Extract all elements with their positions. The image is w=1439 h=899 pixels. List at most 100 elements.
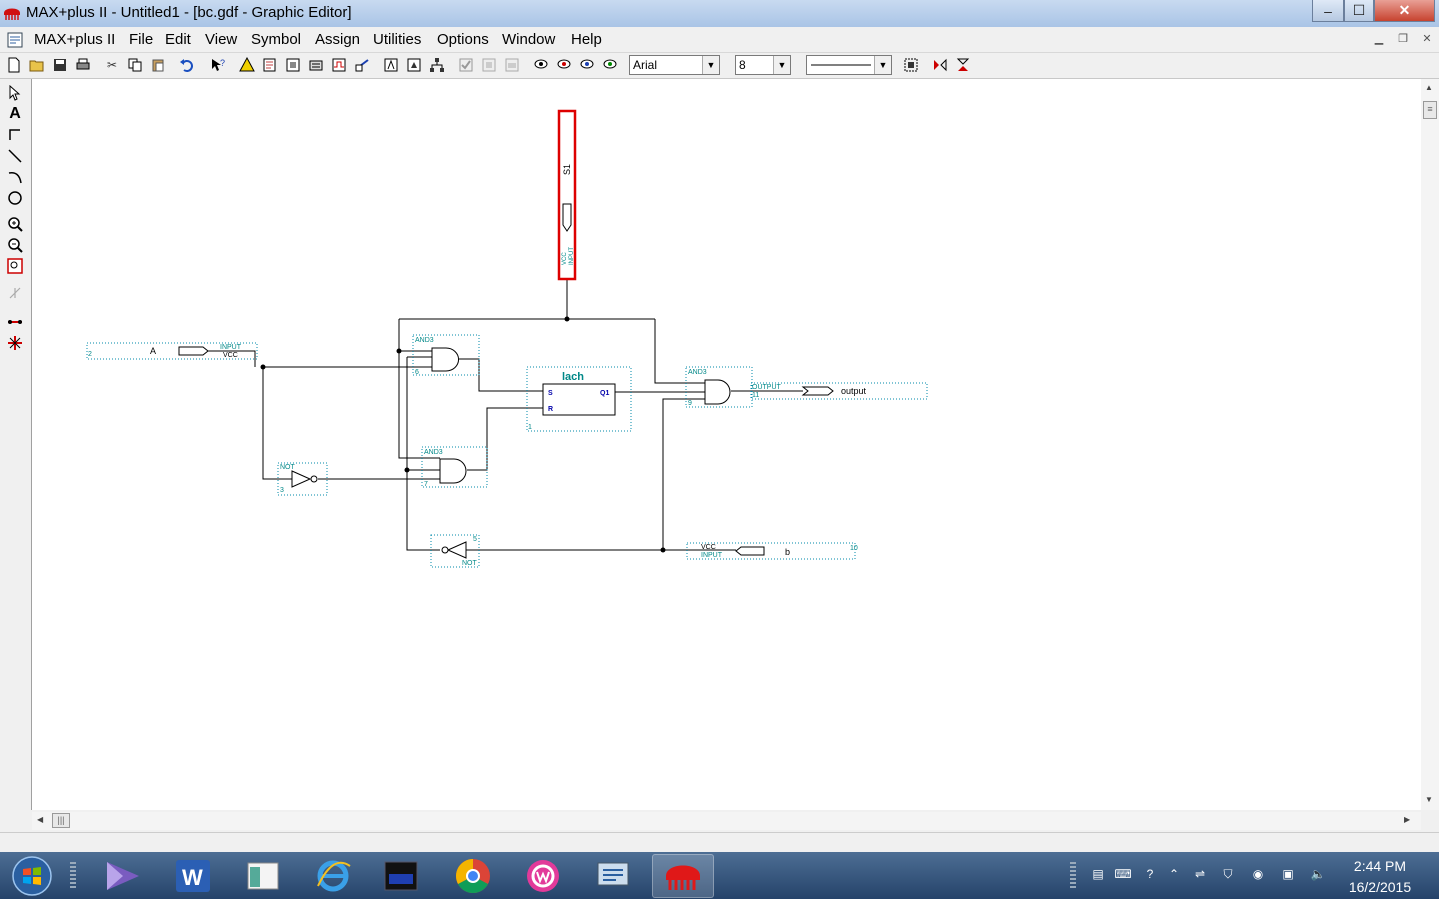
wamp-task[interactable] (512, 854, 574, 898)
open-folder-icon[interactable] (27, 55, 47, 75)
check-icon[interactable] (456, 55, 476, 75)
visual-studio-task[interactable] (92, 854, 154, 898)
clock-time[interactable]: 2:44 PM (1353, 858, 1407, 874)
scroll-up-icon[interactable]: ▲ (1425, 83, 1433, 92)
selection-arrow-icon[interactable] (4, 83, 26, 102)
mdi-minimize-icon[interactable]: ▁ (1374, 33, 1384, 45)
maxplus-task[interactable] (652, 854, 714, 898)
copy-icon[interactable] (125, 55, 145, 75)
paste-icon[interactable] (148, 55, 168, 75)
arc-tool-icon[interactable] (4, 167, 26, 186)
vertical-scrollbar[interactable]: ▲ ≡ ▼ (1421, 79, 1439, 810)
app-dark-task[interactable] (370, 854, 432, 898)
chevron-down-icon[interactable]: ▼ (874, 56, 891, 74)
text-tool-icon[interactable]: A (9, 104, 21, 122)
font-size-select[interactable]: 8 ▼ (735, 55, 791, 75)
compiler-warning-icon[interactable] (237, 55, 257, 75)
mdi-close-icon[interactable]: ✕ (1422, 33, 1432, 45)
menu-file[interactable]: File (129, 31, 154, 48)
volume-icon[interactable]: 🔈 (1310, 867, 1326, 881)
mdi-restore-icon[interactable]: ❐ (1398, 33, 1408, 45)
wire-not2-left (406, 357, 440, 551)
flip-horizontal-icon[interactable] (930, 55, 950, 75)
disabled-tool-icon-2[interactable] (502, 55, 522, 75)
connect-node-icon[interactable] (4, 312, 26, 331)
disconnect-node-icon[interactable] (4, 333, 26, 352)
menu-view[interactable]: View (205, 31, 238, 48)
chevron-down-icon[interactable]: ▼ (773, 56, 790, 74)
flip-vertical-icon[interactable] (953, 55, 973, 75)
document-icon[interactable] (6, 31, 26, 49)
scroll-left-icon[interactable]: ◀ (37, 815, 44, 824)
simulator-icon[interactable] (329, 55, 349, 75)
usb-tray-icon[interactable]: ⇌ (1194, 867, 1206, 881)
horizontal-scrollbar[interactable]: ◀ ||| ▶ (32, 812, 1421, 830)
schematic-drawing[interactable]: S1 VCC INPUT 2 A INPUT VCC AND3 6 AND3 7… (32, 79, 1421, 810)
word-task[interactable]: W (162, 854, 224, 898)
select-all-icon[interactable] (901, 55, 921, 75)
probe-icon[interactable] (531, 55, 551, 75)
print-icon[interactable] (73, 55, 93, 75)
circle-tool-icon[interactable] (4, 188, 26, 207)
save-icon[interactable] (50, 55, 70, 75)
undo-icon[interactable] (177, 55, 197, 75)
menu-assign[interactable]: Assign (315, 31, 361, 48)
menu-window[interactable]: Window (502, 31, 556, 48)
fit-in-window-icon[interactable] (4, 256, 26, 275)
scroll-down-icon[interactable]: ▼ (1425, 795, 1433, 804)
network-tray-icon[interactable]: ▣ (1282, 867, 1294, 881)
control-panel-task[interactable] (582, 854, 644, 898)
scroll-right-icon[interactable]: ▶ (1404, 815, 1411, 824)
help-tray-icon[interactable]: ? (1146, 867, 1154, 881)
menu-maxplus[interactable]: MAX+plus II (34, 31, 116, 48)
orthogonal-line-icon[interactable] (4, 125, 26, 144)
and1-number: 6 (415, 369, 419, 376)
disabled-tool-icon[interactable] (479, 55, 499, 75)
svg-text:W: W (182, 865, 203, 890)
compiler-icon[interactable] (306, 55, 326, 75)
open-symbol-icon[interactable] (381, 55, 401, 75)
menu-options[interactable]: Options (437, 31, 489, 48)
clock-date[interactable]: 16/2/2015 (1348, 879, 1412, 895)
rubberbanding-icon[interactable] (4, 283, 26, 302)
context-help-icon[interactable]: ? (208, 55, 228, 75)
hierarchy-tree-icon[interactable] (427, 55, 447, 75)
zoom-out-icon[interactable] (4, 235, 26, 254)
line-style-select[interactable]: ▼ (806, 55, 892, 75)
start-button[interactable] (8, 854, 56, 898)
cut-icon[interactable]: ✂ (106, 58, 118, 72)
s1-vcc-label: VCC (562, 252, 568, 265)
menu-edit[interactable]: Edit (165, 31, 191, 48)
horizontal-scroll-thumb[interactable]: ||| (52, 813, 70, 828)
create-default-symbol-icon[interactable] (404, 55, 424, 75)
shield-icon[interactable]: ⛉ (1223, 866, 1233, 881)
chevron-down-icon[interactable]: ▼ (702, 56, 719, 74)
input-b-pin (735, 546, 765, 556)
zoom-in-icon[interactable] (4, 214, 26, 233)
floorplan-editor-icon[interactable] (283, 55, 303, 75)
schematic-canvas[interactable]: S1 VCC INPUT 2 A INPUT VCC AND3 6 AND3 7… (32, 79, 1421, 810)
internet-explorer-task[interactable] (302, 854, 364, 898)
probe-icon-4[interactable] (600, 55, 620, 75)
explorer-task[interactable] (232, 854, 294, 898)
antivirus-tray-icon[interactable]: ◉ (1252, 867, 1264, 881)
minimize-button[interactable]: – (1312, 0, 1344, 22)
probe-icon-3[interactable] (577, 55, 597, 75)
font-name-select[interactable]: Arial ▼ (629, 55, 720, 75)
menu-symbol[interactable]: Symbol (251, 31, 302, 48)
maximize-button[interactable]: ☐ (1344, 0, 1374, 22)
probe-icon-2[interactable] (554, 55, 574, 75)
pdf-tray-icon[interactable]: ▤ (1092, 867, 1104, 881)
menu-help[interactable]: Help (571, 31, 602, 48)
hierarchy-display-icon[interactable] (260, 55, 280, 75)
vertical-scroll-thumb[interactable]: ≡ (1423, 101, 1437, 119)
keyboard-tray-icon[interactable]: ⌨ (1114, 867, 1132, 881)
not2-type: NOT (462, 560, 478, 567)
close-button[interactable]: ✕ (1374, 0, 1435, 22)
timing-analyzer-icon[interactable] (352, 55, 372, 75)
new-file-icon[interactable] (4, 55, 24, 75)
diagonal-line-icon[interactable] (4, 146, 26, 165)
menu-utilities[interactable]: Utilities (373, 31, 422, 48)
chrome-task[interactable] (442, 854, 504, 898)
show-hidden-icons-icon[interactable]: ⌃ (1168, 867, 1180, 881)
